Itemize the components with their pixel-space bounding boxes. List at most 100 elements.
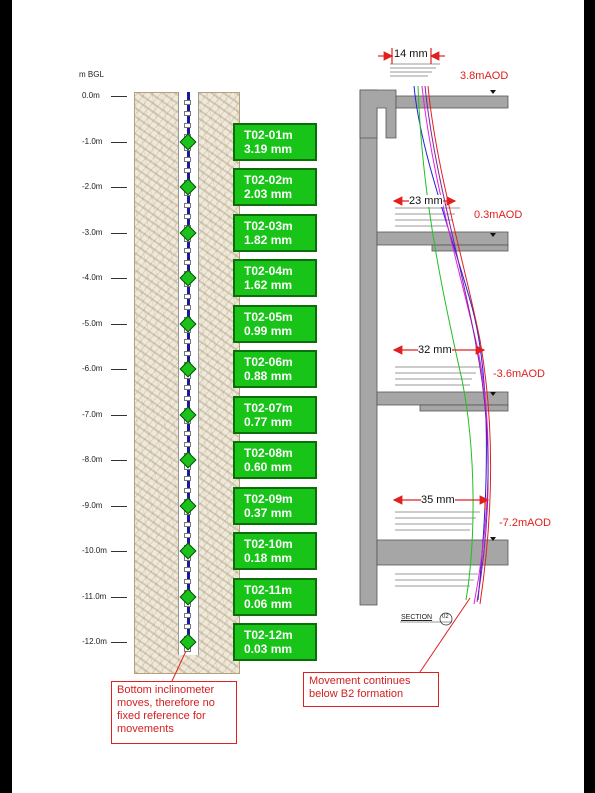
note-bottom-inclinometer: Bottom inclinometer moves, therefore no … — [111, 681, 237, 744]
depth-label: -1.0m — [82, 136, 103, 146]
section-number: 02 — [442, 614, 449, 620]
sensor-id: T02-07m — [244, 400, 293, 415]
movement-label-3: 32 mm — [418, 344, 452, 356]
sensor-displacement: 0.88 mm — [244, 369, 293, 383]
casing-joint — [184, 578, 191, 584]
casing-joint — [184, 567, 191, 573]
movement-label-4: 35 mm — [421, 494, 455, 506]
casing-joint — [184, 111, 191, 117]
depth-label: -5.0m — [82, 318, 103, 328]
sensor-displacement: 0.18 mm — [244, 551, 293, 565]
casing-joint — [184, 100, 191, 105]
depth-tick — [111, 414, 127, 416]
depth-label: -11.0m — [82, 591, 107, 601]
wall-capping — [359, 89, 397, 139]
depth-tick — [111, 187, 127, 188]
deflection-profiles — [413, 85, 491, 605]
casing-joint — [184, 350, 191, 356]
sensor-id: T02-10m — [244, 537, 293, 551]
depth-label: 0.0m — [82, 91, 100, 100]
sensor-displacement: 0.60 mm — [244, 460, 293, 474]
depth-tick — [111, 278, 127, 279]
depth-axis-title: m BGL — [79, 70, 104, 79]
sensor-displacement: 0.77 mm — [244, 414, 293, 429]
sensor-id: T02-01m — [244, 127, 293, 142]
slab-level-4 — [376, 539, 509, 566]
sensor-displacement: 2.03 mm — [244, 187, 293, 201]
casing-joint — [184, 259, 191, 265]
casing-joint — [184, 157, 191, 162]
casing-joint — [184, 533, 191, 539]
depth-label: -6.0m — [82, 364, 103, 373]
casing-joint — [184, 339, 191, 345]
sensor-id: T02-06m — [244, 355, 293, 369]
depth-tick — [111, 96, 127, 97]
depth-tick — [111, 551, 127, 552]
sensor-displacement: 1.62 mm — [244, 278, 293, 292]
top-slab — [395, 95, 509, 109]
casing-joint — [184, 476, 191, 482]
depth-tick — [111, 232, 127, 234]
casing-joint — [184, 430, 191, 436]
note-leader-lines — [171, 597, 471, 682]
casing-joint — [184, 122, 191, 128]
slab-level-2 — [376, 231, 509, 246]
level-label-1: 3.8mAOD — [460, 70, 509, 82]
movement-label-1: 14 mm — [394, 48, 428, 60]
sensor-displacement: 0.99 mm — [244, 323, 293, 338]
depth-tick — [111, 596, 127, 598]
depth-tick — [111, 505, 127, 507]
casing-joint — [184, 624, 191, 630]
depth-label: -10.0m — [82, 546, 107, 555]
depth-tick — [111, 642, 127, 643]
depth-tick — [111, 460, 127, 461]
depth-label: -2.0m — [82, 182, 103, 191]
sensor-id: T02-09m — [244, 491, 293, 506]
casing-joint — [184, 385, 191, 390]
sensor-displacement: 0.06 mm — [244, 596, 293, 611]
casing-joint — [184, 305, 191, 311]
sensor-id: T02-12m — [244, 628, 293, 642]
sensor-displacement: 0.03 mm — [244, 642, 293, 656]
depth-label: -12.0m — [82, 637, 107, 646]
sensor-id: T02-11m — [244, 582, 293, 597]
depth-label: -7.0m — [82, 409, 103, 419]
depth-tick — [111, 369, 127, 370]
depth-tick — [111, 141, 127, 143]
section-label: SECTION — [401, 614, 433, 621]
level-label-4: -7.2mAOD — [499, 517, 551, 529]
note-movement-continues: Movement continues below B2 formation — [303, 672, 439, 707]
sensor-id: T02-05m — [244, 309, 293, 324]
casing-joint — [184, 168, 191, 174]
depth-label: -4.0m — [82, 273, 103, 282]
casing-joint — [184, 442, 191, 447]
casing-joint — [184, 214, 191, 219]
casing-joint — [184, 521, 191, 527]
retaining-wall — [359, 89, 378, 606]
slab-detail-lines — [390, 63, 480, 587]
casing-joint — [184, 613, 191, 618]
section-marker-circle — [439, 612, 453, 626]
sensor-displacement: 1.82 mm — [244, 232, 293, 247]
casing-joint — [184, 487, 191, 493]
casing-joint — [184, 293, 191, 299]
movement-label-2: 23 mm — [409, 195, 443, 207]
level-label-3: -3.6mAOD — [493, 368, 545, 380]
depth-label: -8.0m — [82, 455, 103, 464]
level-markers — [490, 90, 496, 541]
sensor-displacement: 0.37 mm — [244, 505, 293, 520]
sensor-id: T02-08m — [244, 446, 293, 460]
sensor-displacement: 3.19 mm — [244, 141, 293, 156]
depth-label: -3.0m — [82, 227, 103, 237]
